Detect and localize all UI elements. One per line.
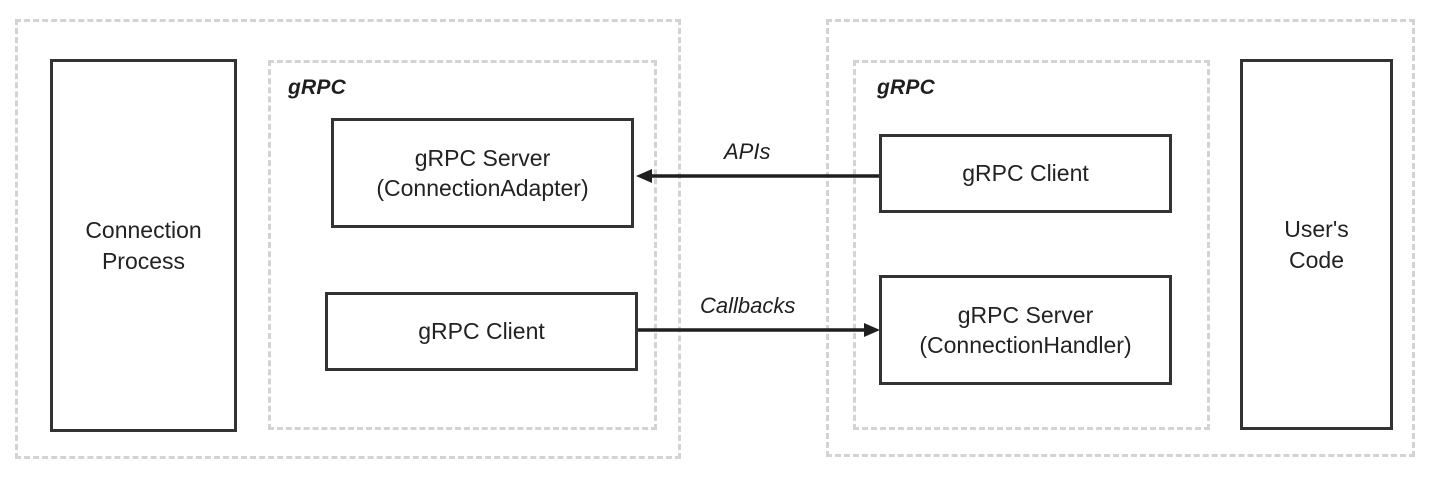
grpc-right-group xyxy=(853,60,1210,430)
users-code-label: User's Code xyxy=(1284,216,1349,273)
callbacks-edge-label: Callbacks xyxy=(700,293,796,318)
grpc-server-connection-adapter-label: gRPC Server (ConnectionAdapter) xyxy=(376,144,589,201)
grpc-server-connection-handler-label: gRPC Server (ConnectionHandler) xyxy=(919,301,1132,358)
grpc-client-left-box: gRPC Client xyxy=(325,292,638,371)
grpc-server-connection-adapter-box: gRPC Server (ConnectionAdapter) xyxy=(331,118,634,228)
grpc-right-group-label: gRPC xyxy=(877,76,935,99)
connection-process-box: Connection Process xyxy=(50,59,237,432)
users-code-box: User's Code xyxy=(1240,59,1393,430)
grpc-server-connection-handler-box: gRPC Server (ConnectionHandler) xyxy=(879,275,1172,385)
grpc-left-group xyxy=(268,60,657,430)
connection-process-group xyxy=(15,19,681,459)
connection-process-label: Connection Process xyxy=(85,217,202,274)
user-code-group xyxy=(826,19,1415,457)
apis-edge-label: APIs xyxy=(724,139,771,164)
grpc-client-left-label: gRPC Client xyxy=(418,318,545,345)
grpc-client-right-label: gRPC Client xyxy=(962,160,1089,187)
grpc-left-group-label: gRPC xyxy=(288,76,346,99)
grpc-client-right-box: gRPC Client xyxy=(879,134,1172,213)
